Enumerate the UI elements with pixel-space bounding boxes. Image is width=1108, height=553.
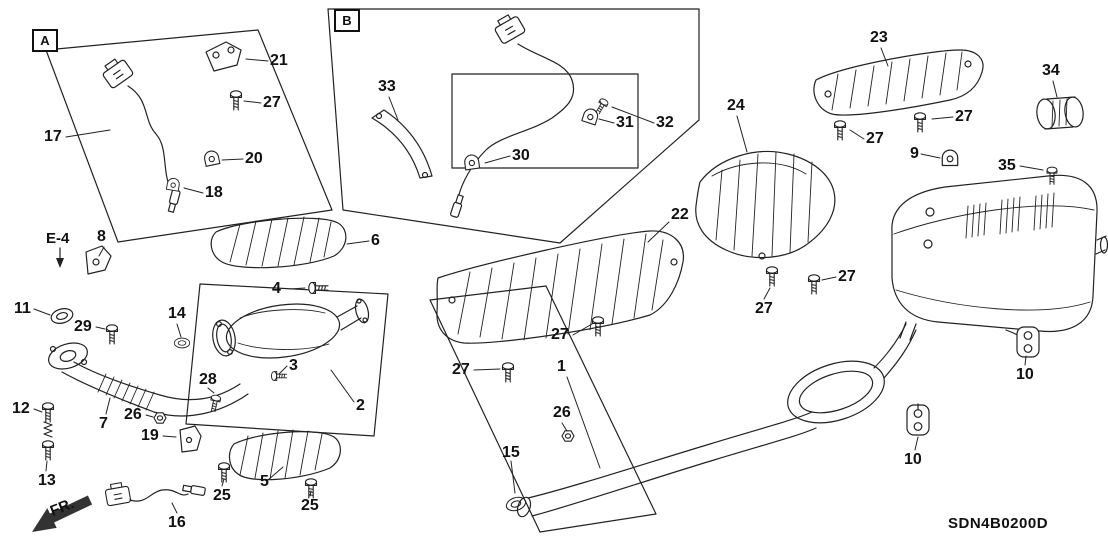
part-number-label: 10 (1016, 366, 1034, 383)
part-number-label: 29 (74, 318, 92, 335)
part-number-label: 28 (199, 371, 217, 388)
tailpipe-finisher-group (941, 96, 1084, 185)
section-label: B (334, 9, 360, 32)
part-number-label: 17 (44, 128, 62, 145)
rear-heat-shield (813, 49, 984, 141)
part-number-label: 27 (263, 94, 281, 111)
part-number-label: 9 (910, 145, 919, 162)
part-number-label: 4 (272, 280, 281, 297)
part-number-label: 21 (270, 52, 288, 69)
part-number-label: 7 (99, 415, 108, 432)
rear-muffler-group (891, 174, 1108, 436)
part-number-label: 24 (727, 97, 745, 114)
front-pipe-group (41, 245, 249, 507)
section-label: A (32, 29, 58, 52)
part-number-label: 23 (870, 29, 888, 46)
part-number-label: 18 (205, 184, 223, 201)
part-number-label: 15 (502, 444, 520, 461)
part-number-label: 10 (904, 451, 922, 468)
part-number-label: 25 (301, 497, 319, 514)
part-number-label: 27 (551, 326, 569, 343)
heat-shield-upper (210, 216, 347, 269)
reference-arrows (32, 247, 93, 532)
muffler-heat-shield (695, 150, 836, 295)
part-number-label: 11 (14, 300, 31, 317)
part-number-label: 25 (213, 487, 231, 504)
part-number-label: 27 (838, 268, 856, 285)
part-number-label: 34 (1042, 62, 1060, 79)
part-number-label: 3 (289, 357, 298, 374)
floor-heat-shield (436, 230, 684, 383)
part-number-label: 27 (866, 130, 884, 147)
exhaust-pipe-group (429, 285, 917, 533)
part-number-label: 32 (656, 114, 674, 131)
part-number-label: 20 (245, 150, 263, 167)
part-number-label: 35 (998, 157, 1016, 174)
part-number-label: 27 (955, 108, 973, 125)
ref-label-e4: E-4 (46, 230, 70, 247)
part-number-label: 8 (97, 228, 106, 245)
part-number-label: 14 (168, 305, 186, 322)
part-number-label: 16 (168, 514, 186, 531)
part-number-label: 12 (12, 400, 30, 417)
part-number-label: 26 (553, 404, 571, 421)
part-number-label: 2 (356, 397, 365, 414)
part-number-label: 13 (38, 472, 56, 489)
part-number-label: 5 (260, 473, 269, 490)
section-a-group (45, 29, 333, 243)
part-number-label: 22 (671, 206, 689, 223)
diagram-code: SDN4B0200D (948, 515, 1049, 532)
section-b-group (327, 8, 700, 244)
part-number-label: 30 (512, 147, 530, 164)
front-direction-arrow-icon (32, 495, 93, 532)
part-number-label: 27 (755, 300, 773, 317)
catalytic-converter-group (185, 281, 389, 437)
part-number-label: 26 (124, 406, 142, 423)
leader-lines (33, 47, 1058, 514)
part-number-label: 27 (452, 361, 470, 378)
part-number-label: 33 (378, 78, 396, 95)
part-number-label: 6 (371, 232, 380, 249)
part-number-label: 31 (616, 114, 634, 131)
heat-shield-lower (217, 429, 341, 499)
part-number-label: 19 (141, 427, 159, 444)
part-number-label: 1 (557, 358, 566, 375)
